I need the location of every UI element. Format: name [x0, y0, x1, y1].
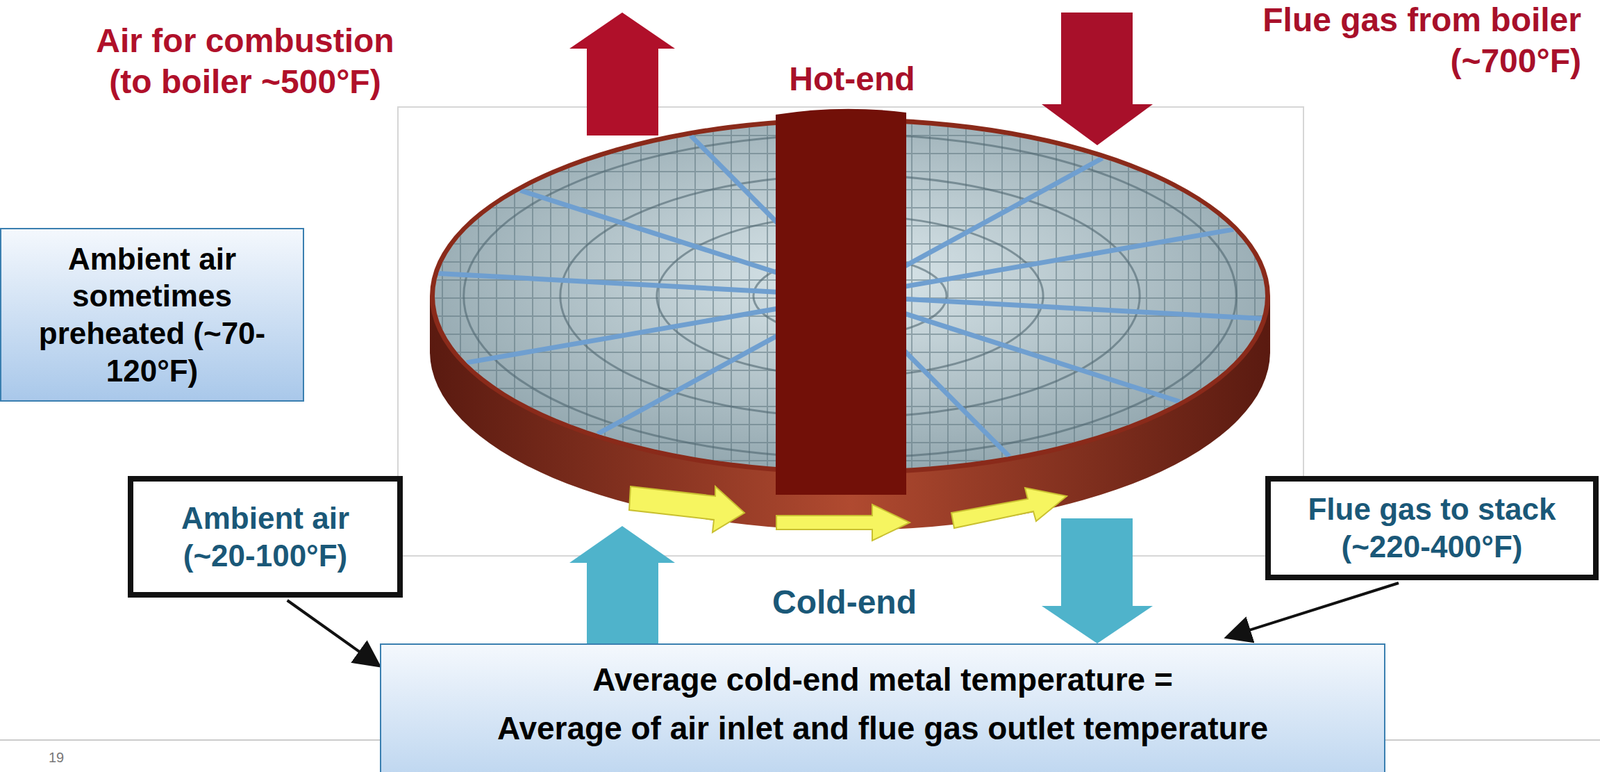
image-frame [397, 106, 1304, 556]
box-text: Flue gas to stack (~220-400°F) [1282, 490, 1582, 565]
air-out-arrow [569, 12, 675, 136]
callout-box: Flue gas to stack (~220-400°F) [1265, 475, 1599, 580]
box-text: Average cold-end metal temperature = [592, 659, 1173, 699]
rotation-arrows [629, 486, 1067, 541]
end-label: Cold-end [705, 581, 984, 623]
info-box: Ambient air sometimes preheated (~70-120… [0, 227, 305, 402]
leader-arrow [287, 600, 378, 664]
callout-box: Ambient air (~20-100°F) [127, 475, 403, 598]
page-number: 19 [48, 748, 91, 766]
box-text: Ambient air (~20-100°F) [161, 499, 370, 574]
box-text: Average of air inlet and flue gas outlet… [497, 708, 1269, 748]
formula-box: Average cold-end metal temperature = Aver… [379, 643, 1386, 772]
sector-plate [775, 109, 907, 495]
diaphragm-line [850, 229, 1234, 296]
air-in-arrow [569, 525, 675, 645]
flue-gas-out-arrow [1041, 518, 1153, 644]
flow-label: Air for combustion (to boiler ~500°F) [71, 20, 419, 103]
flow-label: Flue gas from boiler (~700°F) [1247, 0, 1582, 82]
flue-gas-in-arrow [1041, 12, 1153, 146]
end-label: Hot-end [713, 59, 991, 100]
box-text: Ambient air sometimes preheated (~70-120… [37, 240, 267, 390]
leader-arrow [1229, 582, 1399, 637]
